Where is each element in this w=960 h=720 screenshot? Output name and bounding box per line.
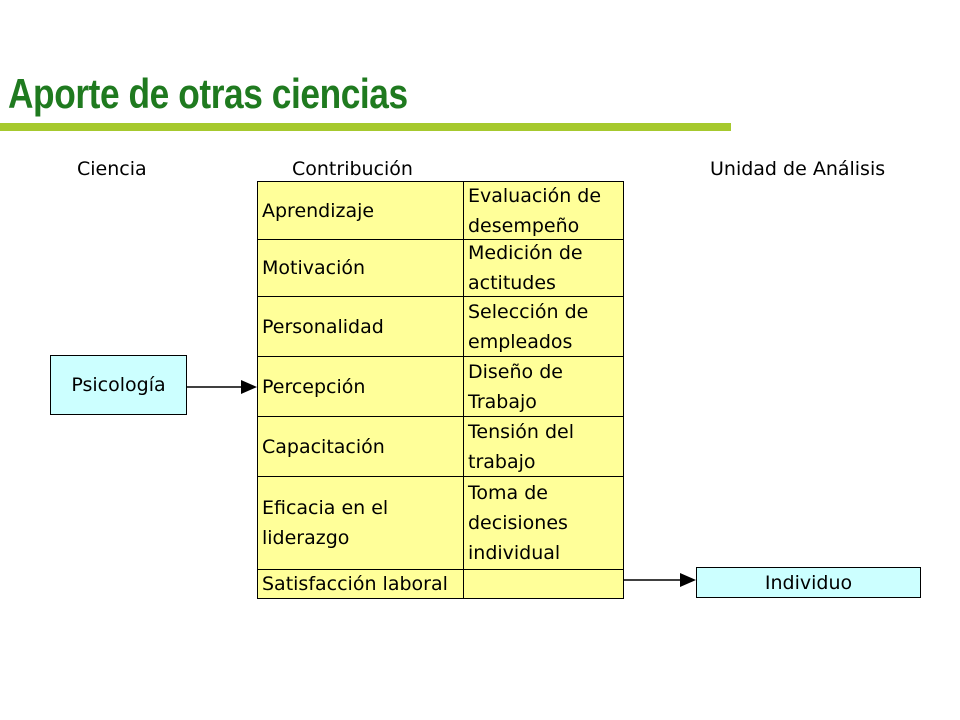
contribution-cell: Satisfacción laboral [258, 570, 464, 598]
contribution-text: Capacitación [262, 435, 385, 458]
contribution-text: Aprendizaje [262, 199, 375, 222]
table-row: Satisfacción laboral [258, 569, 623, 598]
unidad-box-individuo: Individuo [696, 567, 921, 598]
title-underline [0, 123, 731, 131]
contribution-cell: Capacitación [258, 417, 464, 476]
arrow-psicologia-to-percepcion [187, 380, 257, 394]
contribution-text: Motivación [262, 257, 366, 279]
contribution-cell: Motivación [258, 240, 464, 296]
header-contribucion: Contribución [292, 158, 413, 180]
contribution-cell: Personalidad [258, 297, 464, 356]
contribution-cell: Aprendizaje [258, 182, 464, 239]
contribution-text: Personalidad [262, 315, 384, 338]
header-unidad-analisis: Unidad de Análisis [710, 158, 886, 180]
contribution-cell: Percepción [258, 357, 464, 416]
ciencia-box-psicologia: Psicología [50, 355, 187, 415]
contribution-text: Satisfacción laboral [262, 573, 448, 595]
header-ciencia: Ciencia [77, 158, 147, 180]
slide-title: Aporte de otras ciencias [8, 70, 408, 117]
contribution-text: Percepción [262, 375, 366, 398]
arrow-table-to-individuo [624, 573, 696, 587]
